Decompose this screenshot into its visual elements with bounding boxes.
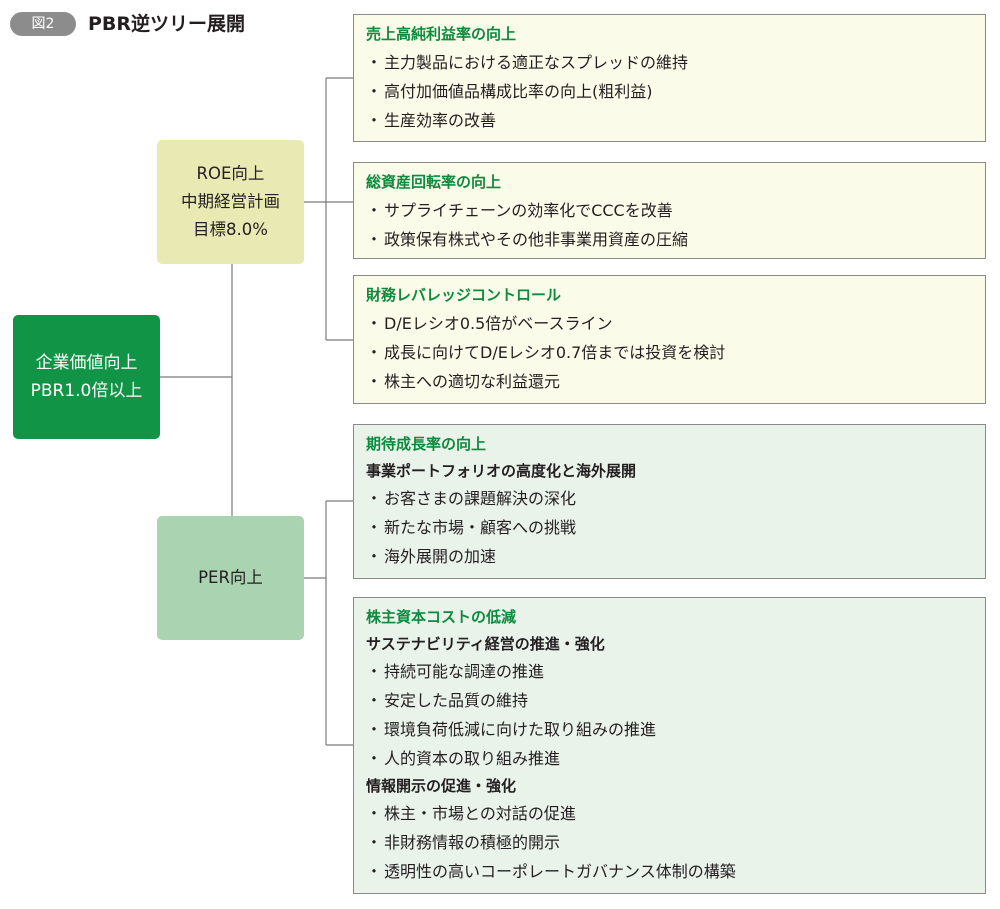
box-subheading: 情報開示の促進・強化 xyxy=(366,777,517,795)
root-node-corporate-value: 企業価値向上 PBR1.0倍以上 xyxy=(13,315,160,439)
list-item: 主力製品における適正なスプレッドの維持 xyxy=(366,48,985,77)
root-node-line-1: 企業価値向上 xyxy=(35,353,138,373)
roe-node-line-2: 中期経営計画 xyxy=(181,192,280,211)
box-subheading: 事業ポートフォリオの高度化と海外展開 xyxy=(366,462,637,480)
figure-number-badge: 図2 xyxy=(10,12,76,36)
list-item: サプライチェーンの効率化でCCCを改善 xyxy=(366,196,985,225)
list-item: お客さまの課題解決の深化 xyxy=(366,484,985,513)
figure-title: PBR逆ツリー展開 xyxy=(88,13,246,35)
box-heading: 期待成長率の向上 xyxy=(366,435,487,453)
box-heading: 売上高純利益率の向上 xyxy=(366,25,517,43)
roe-node: ROE向上 中期経営計画 目標8.0% xyxy=(157,140,304,264)
box-heading: 総資産回転率の向上 xyxy=(366,173,502,191)
list-item: 新たな市場・顧客への挑戦 xyxy=(366,513,985,542)
root-node-line-2: PBR1.0倍以上 xyxy=(30,381,143,401)
list-item: 株主・市場との対話の促進 xyxy=(366,799,985,828)
roe-node-line-1: ROE向上 xyxy=(196,164,265,183)
per-node: PER向上 xyxy=(157,516,304,640)
box-subheading: サステナビリティ経営の推進・強化 xyxy=(366,635,605,653)
box-financial-leverage: 財務レバレッジコントロール D/Eレシオ0.5倍がベースライン 成長に向けてD/… xyxy=(353,275,986,404)
box-heading: 財務レバレッジコントロール xyxy=(366,286,562,304)
list-item: 海外展開の加速 xyxy=(366,542,985,571)
box-asset-turnover: 総資産回転率の向上 サプライチェーンの効率化でCCCを改善 政策保有株式やその他… xyxy=(353,162,986,259)
list-item: 環境負荷低減に向けた取り組みの推進 xyxy=(366,715,985,744)
per-node-line-1: PER向上 xyxy=(198,568,263,587)
box-heading: 株主資本コストの低減 xyxy=(366,608,517,626)
list-item: 非財務情報の積極的開示 xyxy=(366,828,985,857)
list-item: 高付加価値品構成比率の向上(粗利益) xyxy=(366,77,985,106)
list-item: D/Eレシオ0.5倍がベースライン xyxy=(366,309,985,338)
box-net-profit-margin: 売上高純利益率の向上 主力製品における適正なスプレッドの維持 高付加価値品構成比… xyxy=(353,14,986,142)
list-item: 安定した品質の維持 xyxy=(366,686,985,715)
list-item: 政策保有株式やその他非事業用資産の圧縮 xyxy=(366,225,985,254)
list-item: 人的資本の取り組み推進 xyxy=(366,744,985,773)
box-cost-of-equity: 株主資本コストの低減 サステナビリティ経営の推進・強化 持続可能な調達の推進 安… xyxy=(353,597,986,894)
box-expected-growth: 期待成長率の向上 事業ポートフォリオの高度化と海外展開 お客さまの課題解決の深化… xyxy=(353,424,986,579)
list-item: 持続可能な調達の推進 xyxy=(366,657,985,686)
list-item: 株主への適切な利益還元 xyxy=(366,367,985,396)
roe-node-line-3: 目標8.0% xyxy=(193,220,268,239)
list-item: 成長に向けてD/Eレシオ0.7倍までは投資を検討 xyxy=(366,338,985,367)
list-item: 生産効率の改善 xyxy=(366,106,985,135)
list-item: 透明性の高いコーポレートガバナンス体制の構築 xyxy=(366,857,985,886)
